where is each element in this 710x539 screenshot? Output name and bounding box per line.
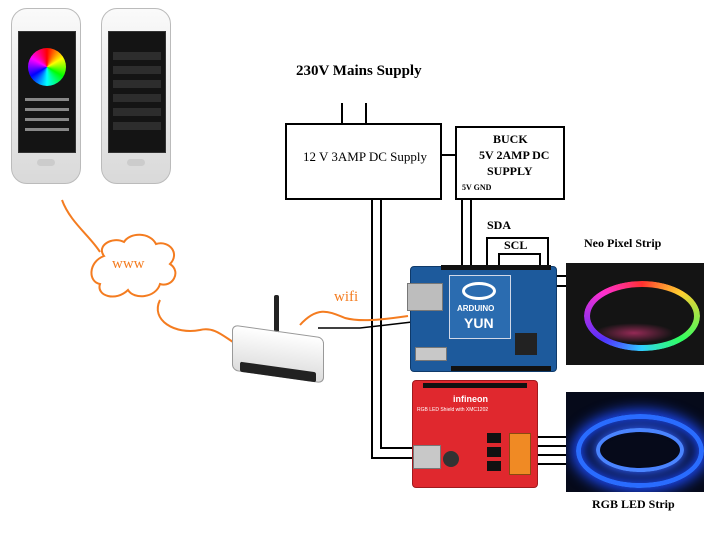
12v-wire-b (380, 198, 420, 449)
www-label: www (112, 256, 145, 272)
rgb-strip-image (566, 392, 704, 492)
buck-supply-label: SUPPLY (487, 164, 533, 178)
12v-dc-supply-box: 12 V 3AMP DC Supply (285, 123, 442, 200)
arduino-yun-board: ARDUINO YUN (407, 265, 557, 372)
12v-dc-supply-label: 12 V 3AMP DC Supply (303, 149, 428, 164)
header-pins (451, 366, 551, 371)
www-cloud-icon (90, 233, 177, 298)
wifi-router (232, 295, 324, 385)
rgb-strip-label: RGB LED Strip (592, 497, 675, 511)
home-button-icon (37, 159, 55, 166)
rgb-strip-coil (576, 414, 704, 488)
rgb-strip-coil (596, 428, 684, 472)
ethernet-wire (318, 321, 413, 329)
power-jack-icon (413, 445, 441, 469)
phones-screenshot (5, 0, 175, 192)
menu-row (113, 122, 161, 130)
menu-row (113, 94, 161, 102)
terminal-block-icon (509, 433, 531, 475)
router-antenna-icon (274, 295, 279, 340)
cloud-to-router-link (156, 299, 239, 346)
slider-icon (25, 128, 69, 131)
ethernet-port-icon (407, 283, 443, 311)
capacitor-icon (443, 451, 459, 467)
mains-supply-label: 230V Mains Supply (296, 63, 422, 79)
arduino-logo-icon (462, 282, 496, 300)
wifi-label: wifi (334, 289, 359, 305)
menu-row (113, 80, 161, 88)
arduino-model-label: YUN (464, 315, 494, 331)
header-pins (441, 265, 551, 270)
menu-row (113, 108, 161, 116)
home-button-icon (127, 159, 145, 166)
shield-text-label: RGB LED Shield with XMC1202 (417, 407, 489, 413)
neopixel-glow (594, 323, 674, 343)
buck-label: BUCK (493, 132, 528, 146)
slider-icon (25, 98, 69, 101)
usb-port-icon (415, 347, 447, 361)
sda-label: SDA (487, 218, 512, 232)
wifi-module: ARDUINO YUN (449, 275, 511, 339)
arduino-brand-label: ARDUINO (457, 304, 495, 313)
buck-5v-2amp-label: 5V 2AMP DC (479, 148, 550, 162)
phone-left-screen (18, 31, 76, 153)
menu-row (113, 52, 161, 60)
phone-right-screen (108, 31, 166, 153)
infineon-rgb-shield: infineon RGB LED Shield with XMC1202 (412, 380, 538, 488)
12v-wire-a (371, 198, 420, 459)
header-pins (423, 383, 527, 388)
shield-brand-label: infineon (453, 394, 488, 404)
neopixel-strip-image (566, 263, 704, 365)
slider-icon (25, 108, 69, 111)
mosfet-icon (487, 433, 501, 443)
mosfet-icon (487, 461, 501, 471)
microcontroller-chip (515, 333, 537, 355)
phone-left (11, 8, 81, 184)
scl-label: SCL (504, 238, 528, 252)
phone-right (101, 8, 171, 184)
mosfet-icon (487, 447, 501, 457)
router-to-arduino-wifi-link (299, 310, 409, 326)
neopixel-label: Neo Pixel Strip (584, 236, 662, 250)
slider-icon (25, 118, 69, 121)
buck-pins-label: 5V GND (462, 183, 492, 192)
menu-row (113, 66, 161, 74)
phone-to-cloud-link (61, 199, 101, 253)
color-wheel-icon (28, 48, 66, 86)
buck-converter-box: BUCK 5V 2AMP DC SUPPLY 5V GND (455, 126, 565, 200)
